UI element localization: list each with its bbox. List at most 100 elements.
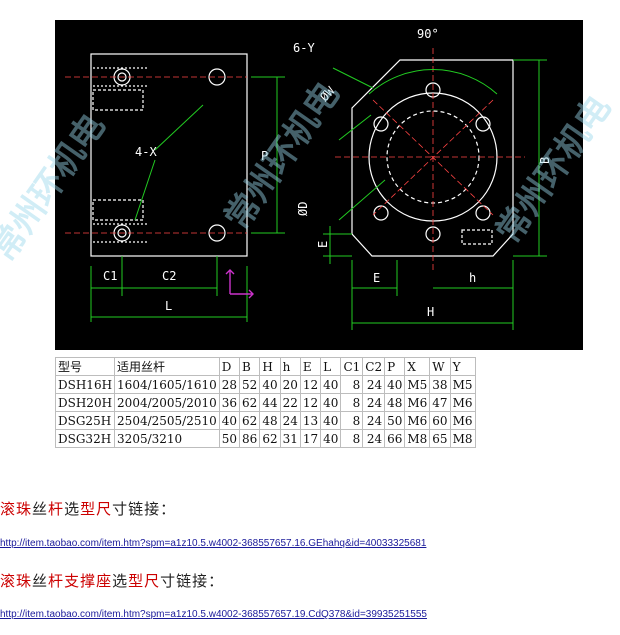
- table-header-cell: Y: [449, 357, 476, 376]
- table-header-cell: P: [384, 357, 406, 376]
- table-cell: M6: [404, 393, 431, 412]
- title-fragment: 滚: [0, 572, 17, 590]
- link-title-support-seat: 滚珠丝杆支撑座选型尺寸链接：: [0, 570, 224, 591]
- table-cell: 36: [218, 393, 241, 412]
- title-fragment: 尺: [144, 572, 161, 590]
- table-cell: 65: [429, 429, 451, 448]
- title-fragment: 杆: [48, 572, 65, 590]
- diameter-w-label: ØW: [317, 83, 338, 104]
- table-cell: 24: [362, 375, 386, 394]
- table-cell: 66: [384, 429, 406, 448]
- table-cell: 50: [218, 429, 241, 448]
- table-cell: 60: [429, 411, 451, 430]
- link-support-seat[interactable]: http://item.taobao.com/item.htm?spm=a1z1…: [0, 609, 427, 620]
- dim-e-small-label: E: [316, 241, 330, 248]
- table-cell: 17: [299, 429, 322, 448]
- table-cell: 24: [279, 411, 301, 430]
- table-cell: M5: [449, 375, 476, 394]
- table-cell: M8: [404, 429, 431, 448]
- table-header-cell: 适用丝杆: [114, 357, 220, 376]
- dim-c2-label: C2: [162, 269, 176, 283]
- dim-h-small-label: h: [469, 271, 476, 285]
- table-cell: 40: [320, 375, 342, 394]
- table-cell: 24: [362, 393, 386, 412]
- table-header-cell: W: [429, 357, 451, 376]
- side-view-dimensions: [90, 76, 285, 322]
- title-fragment: 链: [176, 572, 193, 590]
- table-cell: 47: [429, 393, 451, 412]
- table-cell: 22: [279, 393, 301, 412]
- front-view-centerlines: [335, 48, 525, 270]
- table-cell: 8: [340, 375, 364, 394]
- table-cell: M6: [449, 393, 476, 412]
- title-fragment: 杆: [48, 500, 65, 518]
- table-cell: 52: [239, 375, 261, 394]
- title-fragment: 选: [112, 572, 129, 590]
- diameter-d-label: ØD: [296, 202, 310, 216]
- table-cell: 62: [239, 393, 261, 412]
- table-header-cell: X: [404, 357, 431, 376]
- table-cell: 2504/2505/2510: [114, 411, 220, 430]
- dim-b-label: B: [538, 157, 552, 164]
- front-view-outline: [351, 59, 514, 257]
- table-cell: 24: [362, 429, 386, 448]
- table-header-cell: C2: [362, 357, 386, 376]
- front-view-dimensions: [323, 59, 547, 330]
- table-cell: 3205/3210: [114, 429, 220, 448]
- side-view-outline: [90, 53, 248, 257]
- holes-front-label: 6-Y: [293, 41, 315, 55]
- table-cell: 12: [299, 393, 322, 412]
- title-fragment: 支撑座: [64, 572, 113, 590]
- table-header-cell: h: [279, 357, 301, 376]
- title-fragment: 寸: [160, 572, 177, 590]
- title-fragment: ：: [208, 572, 225, 590]
- table-cell: 13: [299, 411, 322, 430]
- front-hole-lower-right: [475, 205, 491, 221]
- table-cell: 40: [384, 375, 406, 394]
- link-title-ball-screw: 滚珠丝杆选型尺寸链接：: [0, 498, 176, 519]
- title-fragment: 丝: [32, 500, 49, 518]
- dim-l-label: L: [165, 299, 172, 313]
- table-header-cell: 型号: [54, 357, 116, 376]
- table-cell: 40: [320, 429, 342, 448]
- table-cell: 62: [259, 429, 281, 448]
- table-cell: 8: [340, 411, 364, 430]
- angle-label: 90°: [417, 27, 439, 41]
- table-cell: M6: [449, 411, 476, 430]
- title-fragment: 选: [64, 500, 81, 518]
- title-fragment: 珠: [16, 500, 33, 518]
- link-ball-screw[interactable]: http://item.taobao.com/item.htm?spm=a1z1…: [0, 538, 427, 549]
- title-fragment: ：: [160, 500, 177, 518]
- side-view-centerlines: [65, 76, 247, 234]
- title-fragment: 尺: [96, 500, 113, 518]
- table-header-cell: B: [239, 357, 261, 376]
- front-hole-upper-left: [373, 116, 389, 132]
- table-cell: 48: [384, 393, 406, 412]
- title-fragment: 寸: [112, 500, 129, 518]
- table-cell: M8: [449, 429, 476, 448]
- table-cell: M6: [404, 411, 431, 430]
- dim-p-label: P: [261, 149, 268, 163]
- title-fragment: 型: [128, 572, 145, 590]
- front-hole-lower-left: [373, 205, 389, 221]
- table-cell: DSG25H: [54, 411, 116, 430]
- table-cell: DSH20H: [54, 393, 116, 412]
- table-cell: DSH16H: [54, 375, 116, 394]
- table-cell: 31: [279, 429, 301, 448]
- table-header-cell: D: [218, 357, 241, 376]
- table-header-cell: C1: [340, 357, 364, 376]
- table-cell: 38: [429, 375, 451, 394]
- holes-side-label: 4-X: [135, 145, 157, 159]
- table-cell: DSG32H: [54, 429, 116, 448]
- side-hole-top-left: [92, 67, 149, 111]
- table-cell: 62: [239, 411, 261, 430]
- title-fragment: 珠: [16, 572, 33, 590]
- axis-indicator: [225, 269, 254, 299]
- table-cell: 8: [340, 429, 364, 448]
